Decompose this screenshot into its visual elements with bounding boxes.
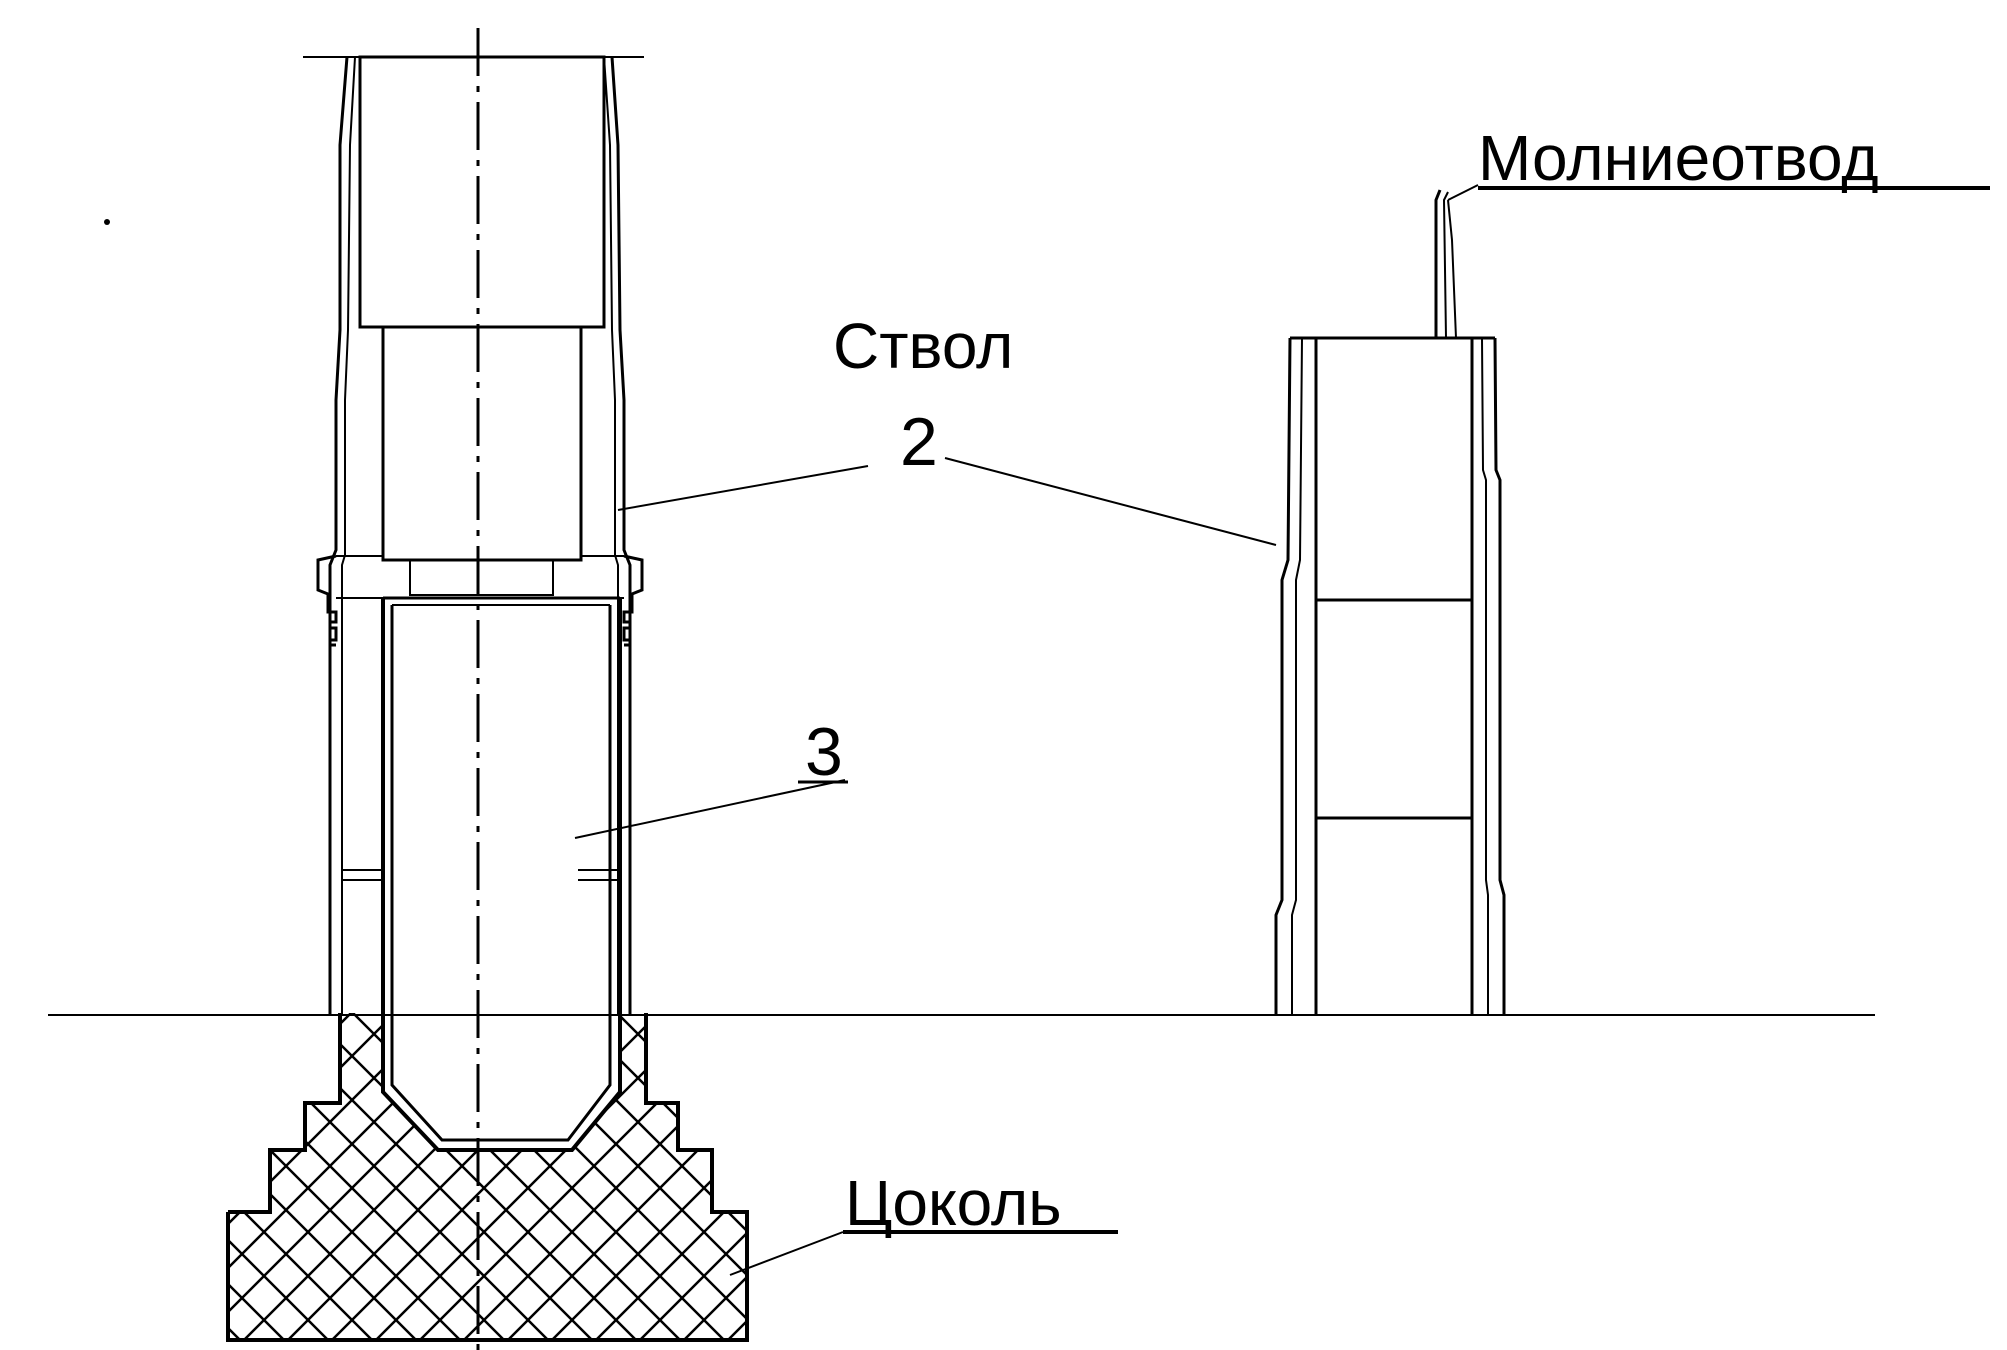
inner-pipe-3 — [381, 598, 622, 1152]
inner-pipe-3-inner — [390, 605, 612, 1142]
lightning-rod — [1434, 189, 1442, 338]
label-plinth: Цоколь — [845, 1167, 1062, 1239]
stray-dot — [104, 219, 110, 225]
label-lightning-rod: Молниеотвод — [1478, 122, 1879, 194]
upper-tube — [358, 55, 606, 329]
right-outer-wall-right-inner — [1481, 337, 1489, 1015]
flange-left — [316, 554, 338, 647]
left-assembly — [226, 28, 869, 1350]
right-outer-wall-right — [1493, 337, 1506, 1015]
flange-right — [622, 554, 644, 647]
right-assembly — [944, 184, 1506, 1015]
middle-section — [381, 325, 583, 562]
label-part-3: 3 — [805, 714, 843, 790]
right-outer-wall-left — [1274, 337, 1292, 1015]
leader-2-right — [944, 457, 1277, 546]
leader-plinth — [729, 1231, 844, 1276]
plinth — [226, 1013, 749, 1342]
leader-2-left — [617, 465, 869, 511]
label-shaft: Ствол — [833, 310, 1013, 382]
leader-3 — [574, 779, 846, 839]
lightning-rod-2 — [1442, 191, 1449, 339]
outer-wall-right-inner — [603, 56, 619, 1015]
outer-wall-left-inner — [341, 56, 356, 1015]
lightning-rod-3 — [1447, 199, 1457, 339]
outer-wall-right — [610, 56, 632, 1015]
label-part-2: 2 — [900, 404, 938, 480]
plinth-hatch — [228, 1013, 747, 1340]
leader-lightning-rod — [1447, 184, 1479, 201]
outer-wall-left — [328, 56, 349, 1015]
right-outer-wall-left-inner — [1291, 337, 1303, 1015]
neck-section — [409, 559, 554, 596]
plinth-outline — [226, 1013, 749, 1342]
